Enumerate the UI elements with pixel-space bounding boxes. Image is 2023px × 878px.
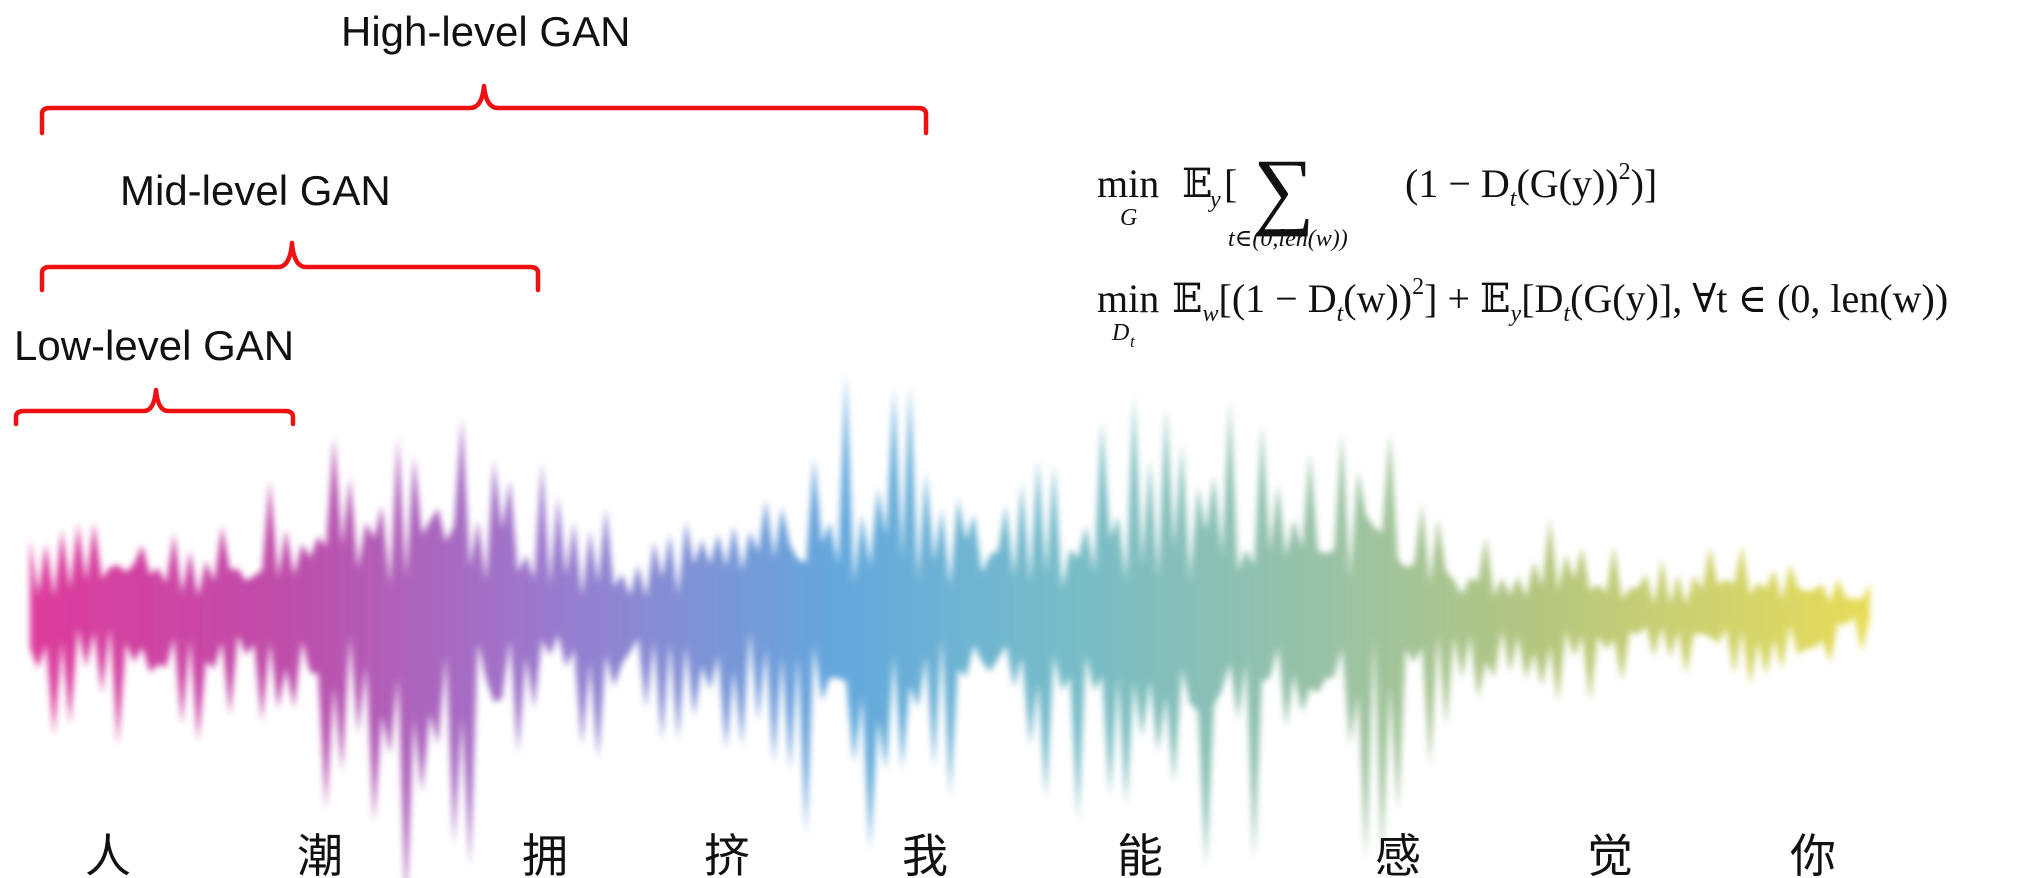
audio-waveform xyxy=(30,372,1870,878)
transcript-char-1: 人 xyxy=(85,829,131,878)
formula-min-op: min xyxy=(1097,161,1159,206)
high-level-label: High-level GAN xyxy=(341,8,630,55)
formula2-expectation: 𝔼 xyxy=(1172,276,1203,321)
formula2-part3-rest: (G(y)], ∀t ∈ (0, len(w)) xyxy=(1570,276,1948,321)
formula2-part1-rest: (w)) xyxy=(1343,276,1412,321)
high-level-brace xyxy=(39,83,929,136)
formula-min-subscript: G xyxy=(1120,205,1137,231)
discriminator-objective-formula: min D t 𝔼w[(1 − Dt(w))2] + 𝔼y[Dt(G(y)], … xyxy=(1097,274,1948,351)
transcript-char-6: 能 xyxy=(1117,829,1163,878)
formula2-power: 2 xyxy=(1412,274,1424,300)
formula2-expectation-subscript: w xyxy=(1203,301,1219,327)
formula2-expectation2: 𝔼 xyxy=(1480,276,1511,321)
svg-text:𝔼w[(1 − Dt(w))2] + 𝔼y[Dt(G(y: 𝔼w[(1 − Dt(w))2] + 𝔼y[Dt(G(y)], ∀t ∈ (0,… xyxy=(1172,274,1948,327)
formula-open-bracket: [ xyxy=(1224,161,1237,206)
formula2-min-subscript: D xyxy=(1111,320,1129,346)
transcript-characters: 人潮拥挤我能感觉你 xyxy=(85,829,1836,878)
transcript-char-2: 潮 xyxy=(297,829,343,878)
summation-range: t∈(0,len(w)) xyxy=(1228,226,1348,252)
formula2-min-op: min xyxy=(1097,276,1159,321)
formula2-expectation2-subscript: y xyxy=(1509,301,1522,327)
formula2-part3-subscript: t xyxy=(1563,301,1571,327)
formula2-min-subsubscript: t xyxy=(1130,332,1136,351)
transcript-char-9: 你 xyxy=(1790,829,1836,878)
formula-body: (1 − D xyxy=(1405,161,1510,206)
formula2-part1-subscript: t xyxy=(1337,301,1345,327)
low-level-brace xyxy=(13,387,296,427)
formula-power: 2 xyxy=(1619,159,1631,185)
transcript-char-4: 挤 xyxy=(704,829,750,878)
formula-expectation: 𝔼 xyxy=(1182,161,1213,206)
formula2-part3: [D xyxy=(1521,276,1563,321)
generator-objective-formula: min G 𝔼 y [ ∑ t∈(0,len(w)) (1 − Dt(G(y))… xyxy=(1097,141,1657,252)
summation-symbol: ∑ xyxy=(1253,141,1314,237)
svg-text:(1 − Dt(G(y))2)]: (1 − Dt(G(y))2)] xyxy=(1405,159,1657,212)
formula-expectation-subscript: y xyxy=(1208,187,1221,213)
formula-close: )] xyxy=(1631,161,1658,206)
mid-level-label: Mid-level GAN xyxy=(120,167,391,214)
formula-body-rest: (G(y)) xyxy=(1516,161,1618,206)
low-level-label: Low-level GAN xyxy=(14,322,294,369)
formula2-part2: ] + xyxy=(1424,276,1480,321)
formula2-part1: [(1 − D xyxy=(1219,276,1337,321)
transcript-char-3: 拥 xyxy=(522,829,568,878)
mid-level-brace xyxy=(39,240,541,293)
svg-text:min: min xyxy=(1097,161,1159,206)
transcript-char-8: 觉 xyxy=(1587,829,1633,878)
transcript-char-7: 感 xyxy=(1375,829,1421,878)
waveform-shape xyxy=(30,372,1870,878)
formula-body-subscript: t xyxy=(1510,186,1518,212)
transcript-char-5: 我 xyxy=(902,829,948,878)
